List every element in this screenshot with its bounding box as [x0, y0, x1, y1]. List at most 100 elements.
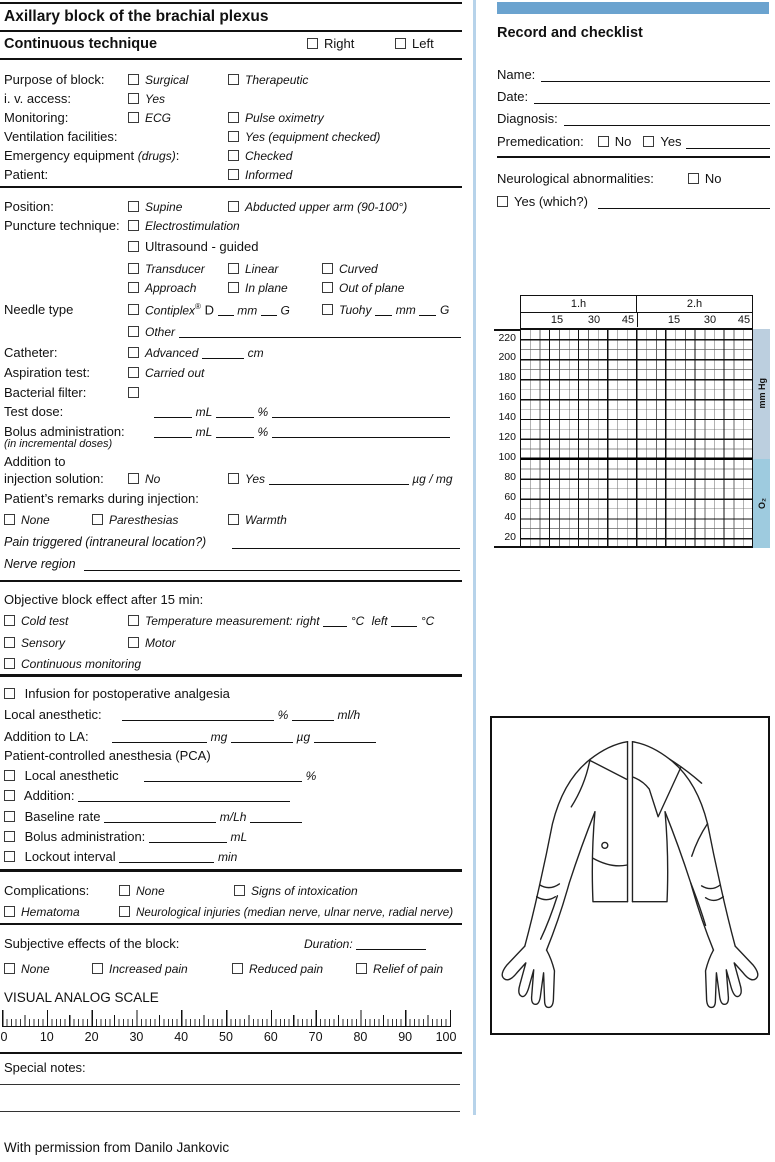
blank-la-rate[interactable]	[291, 709, 334, 721]
blank-pain-triggered[interactable]	[232, 537, 460, 549]
checkbox-motor[interactable]	[128, 637, 139, 648]
checkbox-neuro-no[interactable]	[687, 173, 699, 184]
checkbox-subjective-none[interactable]	[4, 963, 15, 974]
checkbox-baseline-rate[interactable]	[4, 811, 15, 822]
blank-tuohy-mm[interactable]	[375, 304, 393, 316]
date-field[interactable]	[534, 89, 770, 104]
premed-field[interactable]	[685, 134, 770, 149]
checkbox-transducer[interactable]	[128, 263, 139, 274]
blank-la-drug[interactable]	[122, 709, 274, 721]
blank-testdose-drug[interactable]	[271, 406, 450, 418]
checkbox-approach[interactable]	[128, 282, 139, 293]
checkbox-patient-informed[interactable]	[228, 169, 239, 180]
blank-addition-substance[interactable]	[268, 473, 409, 485]
checkbox-pulse-oximetry[interactable]	[228, 112, 239, 123]
linear-label: Linear	[245, 262, 279, 276]
blank-testdose-ml[interactable]	[154, 406, 192, 418]
checkbox-aspiration[interactable]	[128, 367, 139, 378]
checkbox-other-needle[interactable]	[128, 326, 139, 337]
checkbox-warmth[interactable]	[228, 514, 239, 525]
checkbox-addition-no[interactable]	[128, 473, 139, 484]
checkbox-pca-addition[interactable]	[4, 790, 15, 801]
checkbox-addition-yes[interactable]	[228, 473, 239, 484]
checkbox-tuohy[interactable]	[322, 304, 333, 315]
checkbox-sensory[interactable]	[4, 637, 15, 648]
checkbox-ventilation-yes[interactable]	[228, 131, 239, 142]
checkbox-out-of-plane[interactable]	[322, 282, 333, 293]
checkbox-bacterial-filter[interactable]	[128, 387, 139, 398]
checkbox-curved[interactable]	[322, 263, 333, 274]
vitals-grid[interactable]	[520, 329, 753, 548]
blank-testdose-pct[interactable]	[215, 406, 254, 418]
blank-contiplex-g[interactable]	[260, 304, 277, 317]
blank-tuohy-g[interactable]	[419, 304, 437, 316]
checkbox-relief-of-pain[interactable]	[356, 963, 367, 974]
checkbox-surgical[interactable]	[128, 74, 139, 85]
checkbox-contiplex[interactable]	[128, 304, 139, 316]
blank-bolus-ml[interactable]	[154, 426, 192, 438]
checkbox-right[interactable]	[307, 38, 318, 49]
checkbox-paresthesias[interactable]	[92, 514, 103, 525]
blank-addla-mg[interactable]	[112, 731, 207, 743]
blank-addla-ug[interactable]	[230, 731, 293, 743]
checkbox-abducted-arm[interactable]	[228, 201, 239, 212]
hour-1-label: 1.h	[521, 296, 637, 312]
checkbox-complications-none[interactable]	[119, 885, 130, 896]
checkbox-pca-local-anesthetic[interactable]	[4, 770, 15, 781]
blank-nerve-region[interactable]	[84, 559, 460, 571]
blank-pca-bolus[interactable]	[148, 831, 227, 843]
blank-temp-right[interactable]	[323, 615, 348, 627]
checkbox-infusion[interactable]	[4, 688, 15, 699]
blank-pca-addition[interactable]	[78, 790, 291, 802]
diagnosis-field[interactable]	[563, 111, 770, 126]
checkbox-premed-no[interactable]	[597, 136, 609, 147]
checkbox-pca-bolus[interactable]	[4, 831, 15, 842]
checkbox-continuous-monitoring[interactable]	[4, 658, 15, 669]
checkbox-iv-yes[interactable]	[128, 93, 139, 104]
notes-line[interactable]	[0, 1084, 460, 1086]
checkbox-electrostimulation[interactable]	[128, 220, 139, 231]
checkbox-supine[interactable]	[128, 201, 139, 212]
cold-test-label: Cold test	[21, 614, 69, 628]
reduced-pain-label: Reduced pain	[249, 962, 324, 976]
name-field[interactable]	[541, 67, 770, 82]
checkbox-catheter-advanced[interactable]	[128, 347, 139, 358]
blank-bolus-drug[interactable]	[271, 426, 450, 438]
checkbox-reduced-pain[interactable]	[232, 963, 243, 974]
checkbox-temperature[interactable]	[128, 615, 139, 626]
vas-title: VISUAL ANALOG SCALE	[4, 990, 159, 1005]
blank-other-needle[interactable]	[178, 326, 461, 338]
checkbox-intoxication[interactable]	[234, 885, 245, 896]
checkbox-ultrasound[interactable]	[128, 241, 139, 252]
blank-contiplex-mm[interactable]	[217, 304, 234, 317]
blank-addla-extra[interactable]	[313, 731, 376, 743]
checkbox-linear[interactable]	[228, 263, 239, 274]
checkbox-left[interactable]	[395, 38, 406, 49]
neuro-which-field[interactable]	[597, 194, 770, 209]
unit-degc: °C	[350, 614, 365, 628]
blank-temp-left[interactable]	[391, 615, 418, 627]
blank-bolus-pct[interactable]	[215, 426, 254, 438]
checkbox-cold-test[interactable]	[4, 615, 15, 626]
checkbox-emergency-checked[interactable]	[228, 150, 239, 161]
checkbox-premed-yes[interactable]	[643, 136, 655, 147]
checkbox-in-plane[interactable]	[228, 282, 239, 293]
notes-line[interactable]	[0, 1111, 460, 1113]
checkbox-neuro-yes[interactable]	[497, 196, 508, 207]
electrostimulation-label: Electrostimulation	[145, 219, 240, 233]
blank-pca-la[interactable]	[144, 770, 302, 782]
checkbox-lockout[interactable]	[4, 851, 15, 862]
blank-baseline-extra[interactable]	[250, 811, 303, 823]
checkbox-neuro-injuries[interactable]	[119, 906, 130, 917]
checkbox-ecg[interactable]	[128, 112, 139, 123]
vas-ruler[interactable]	[2, 1010, 451, 1027]
blank-baseline-rate[interactable]	[104, 811, 217, 823]
blank-lockout[interactable]	[119, 851, 215, 863]
blank-duration[interactable]	[356, 938, 427, 950]
blank-catheter-cm[interactable]	[202, 347, 244, 359]
checkbox-remarks-none[interactable]	[4, 514, 15, 525]
checkbox-increased-pain[interactable]	[92, 963, 103, 974]
checkbox-hematoma[interactable]	[4, 906, 15, 917]
checkbox-therapeutic[interactable]	[228, 74, 239, 85]
y-axis-label: 180	[498, 371, 516, 384]
